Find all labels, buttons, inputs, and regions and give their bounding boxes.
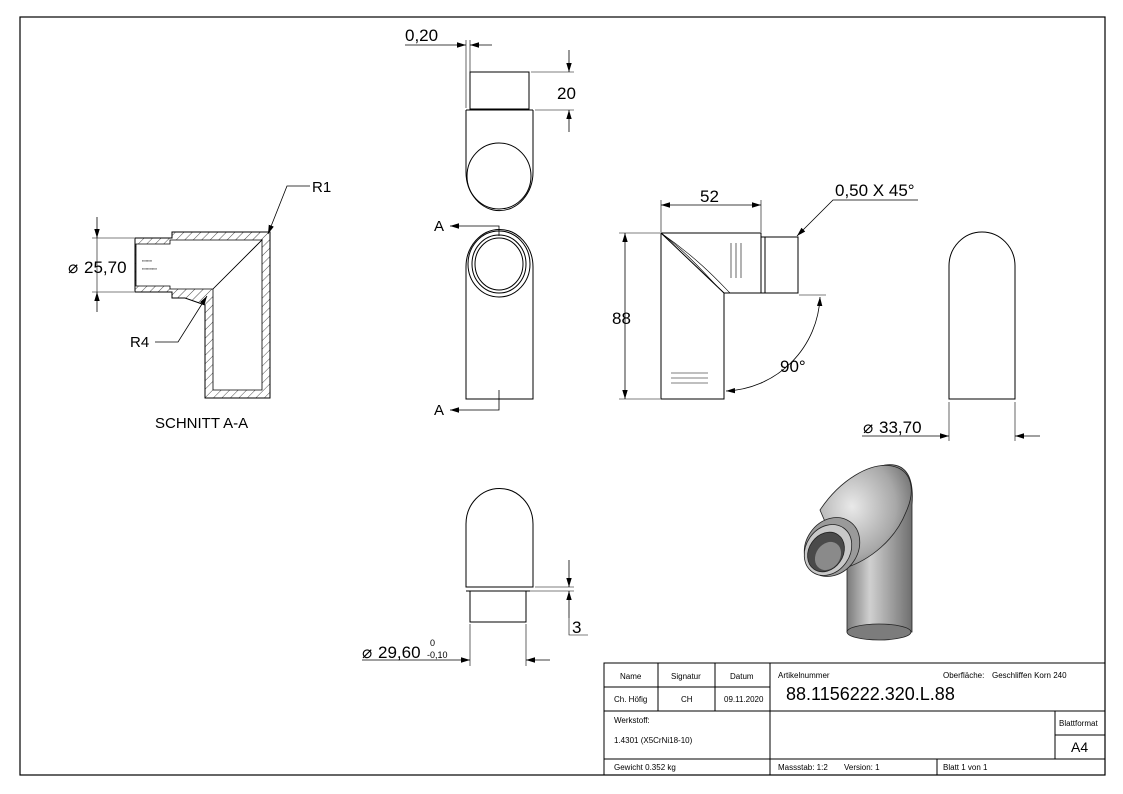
tb-name: Ch. Höfig xyxy=(614,695,647,704)
dimension-collar-length: 20 xyxy=(557,84,576,103)
tb-article-label: Artikelnummer xyxy=(778,671,830,680)
engraving-line-1: ▪▪▪▪▪▪▪▪ xyxy=(142,259,152,263)
section-marker-bottom: A xyxy=(434,402,444,419)
dimension-width: 52 xyxy=(700,187,719,206)
tb-surface-label: Oberfläche: xyxy=(943,671,984,680)
bottom-view: 3 ⌀ 29,60 0 -0,10 xyxy=(362,488,588,666)
section-marker-top: A xyxy=(434,218,444,235)
tolerance-upper: 0 xyxy=(430,638,435,648)
engraving-line-2: ▪▪▪▪▪▪▪▪▪▪▪▪ xyxy=(142,267,157,271)
tb-article-number: 88.1156222.320.L.88 xyxy=(786,684,955,704)
title-block: Name Signatur Datum Ch. Höfig CH 09.11.2… xyxy=(603,662,1106,776)
side-view: 52 0,50 X 45° 88 90° xyxy=(612,181,918,400)
dia-symbol-inner: ⌀ xyxy=(68,258,78,277)
top-view: 0,20 20 xyxy=(405,26,576,212)
dimension-wall-offset: 0,20 xyxy=(405,26,438,45)
dimension-dia-collar: 29,60 xyxy=(378,643,421,662)
dimension-dia-outer: 33,70 xyxy=(879,418,922,437)
dia-symbol-collar: ⌀ xyxy=(362,643,372,662)
tolerance-lower: -0,10 xyxy=(427,650,448,660)
tb-version: Version: 1 xyxy=(844,763,880,772)
tb-col-date: Datum xyxy=(730,672,754,681)
tb-surface-value: Geschliffen Korn 240 xyxy=(992,671,1067,680)
dimension-angle: 90° xyxy=(780,357,806,376)
tb-signature: CH xyxy=(681,695,693,704)
tb-sheet: Blatt 1 von 1 xyxy=(943,763,988,772)
tb-material-label: Werkstoff: xyxy=(614,716,650,725)
dimension-chamfer: 0,50 X 45° xyxy=(835,181,915,200)
tb-material-value: 1.4301 (X5CrNi18-10) xyxy=(614,736,693,745)
section-title: SCHNITT A-A xyxy=(155,415,248,432)
dia-symbol-outer: ⌀ xyxy=(863,418,873,437)
radius-r1-label: R1 xyxy=(312,179,331,196)
dimension-dia-inner: 25,70 xyxy=(84,258,127,277)
section-view: ⌀ 25,70 ▪▪▪▪▪▪▪▪ ▪▪▪▪▪▪▪▪▪▪▪▪ R1 R4 SCHN… xyxy=(68,179,331,432)
dimension-height: 88 xyxy=(612,309,631,328)
tb-format-value: A4 xyxy=(1071,739,1088,755)
radius-r4-label: R4 xyxy=(130,334,149,351)
tb-weight: Gewicht 0.352 kg xyxy=(614,763,676,772)
isometric-view xyxy=(803,464,913,641)
tb-col-name: Name xyxy=(620,672,642,681)
right-view: ⌀ 33,70 xyxy=(862,231,1040,441)
dimension-step: 3 xyxy=(572,618,581,637)
front-view: A A xyxy=(434,218,534,419)
tb-col-signature: Signatur xyxy=(671,672,701,681)
drawing-frame xyxy=(19,16,1106,776)
tb-format-label: Blattformat xyxy=(1059,719,1098,728)
tb-date: 09.11.2020 xyxy=(724,695,764,704)
tb-scale: Massstab: 1:2 xyxy=(778,763,828,772)
